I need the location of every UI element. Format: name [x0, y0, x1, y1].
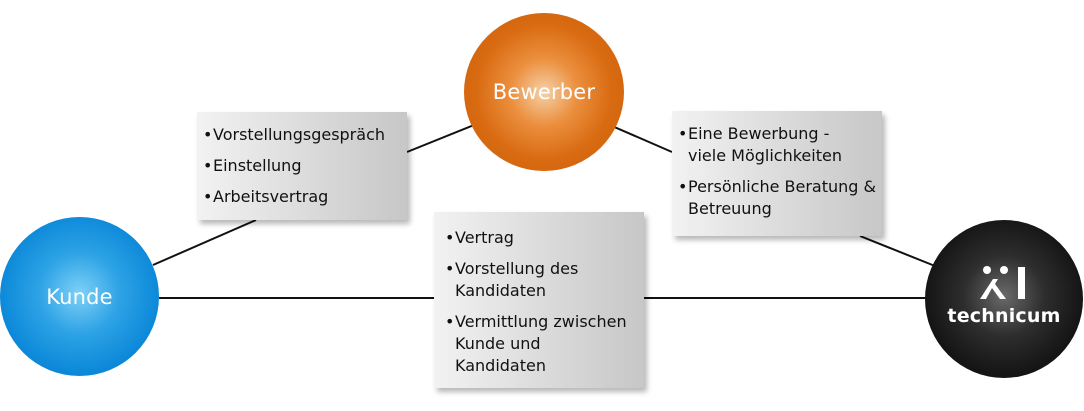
list-item: Arbeitsvertrag [203, 186, 407, 208]
line-bewerber-box-left [406, 124, 475, 153]
list-item: Vorstellungsgespräch [203, 124, 407, 146]
node-bewerber-label: Bewerber [492, 80, 596, 104]
bullet-list: Vorstellungsgespräch Einstellung Arbeits… [203, 124, 407, 208]
line-bewerber-box-right [611, 125, 673, 153]
node-kunde: Kunde [0, 217, 159, 376]
list-item: Vermittlung zwischen Kunde und Kandidate… [445, 311, 630, 377]
node-kunde-label: Kunde [46, 284, 113, 309]
line-box-left-kunde [152, 219, 257, 266]
info-box-bewerber-technicum: Eine Bewerbung - viele Möglichkeiten Per… [672, 111, 882, 236]
node-technicum: technicum [925, 220, 1083, 378]
list-item: Vorstellung des Kandidaten [445, 258, 605, 302]
info-box-kunde-technicum: Vertrag Vorstellung des Kandidaten Vermi… [434, 212, 644, 388]
list-item: Vertrag [445, 227, 644, 249]
bullet-list: Vertrag Vorstellung des Kandidaten Vermi… [445, 227, 644, 377]
info-box-bewerber-kunde: Vorstellungsgespräch Einstellung Arbeits… [197, 112, 407, 220]
bullet-list: Eine Bewerbung - viele Möglichkeiten Per… [678, 123, 882, 220]
list-item: Eine Bewerbung - viele Möglichkeiten [678, 123, 868, 167]
technicum-logo-icon [980, 266, 1025, 299]
list-item: Persönliche Beratung & Betreuung [678, 176, 888, 220]
node-bewerber: Bewerber [464, 13, 624, 171]
list-item: Einstellung [203, 155, 407, 177]
line-box-right-technicum [859, 235, 936, 267]
technicum-brand-name: technicum [947, 305, 1061, 327]
